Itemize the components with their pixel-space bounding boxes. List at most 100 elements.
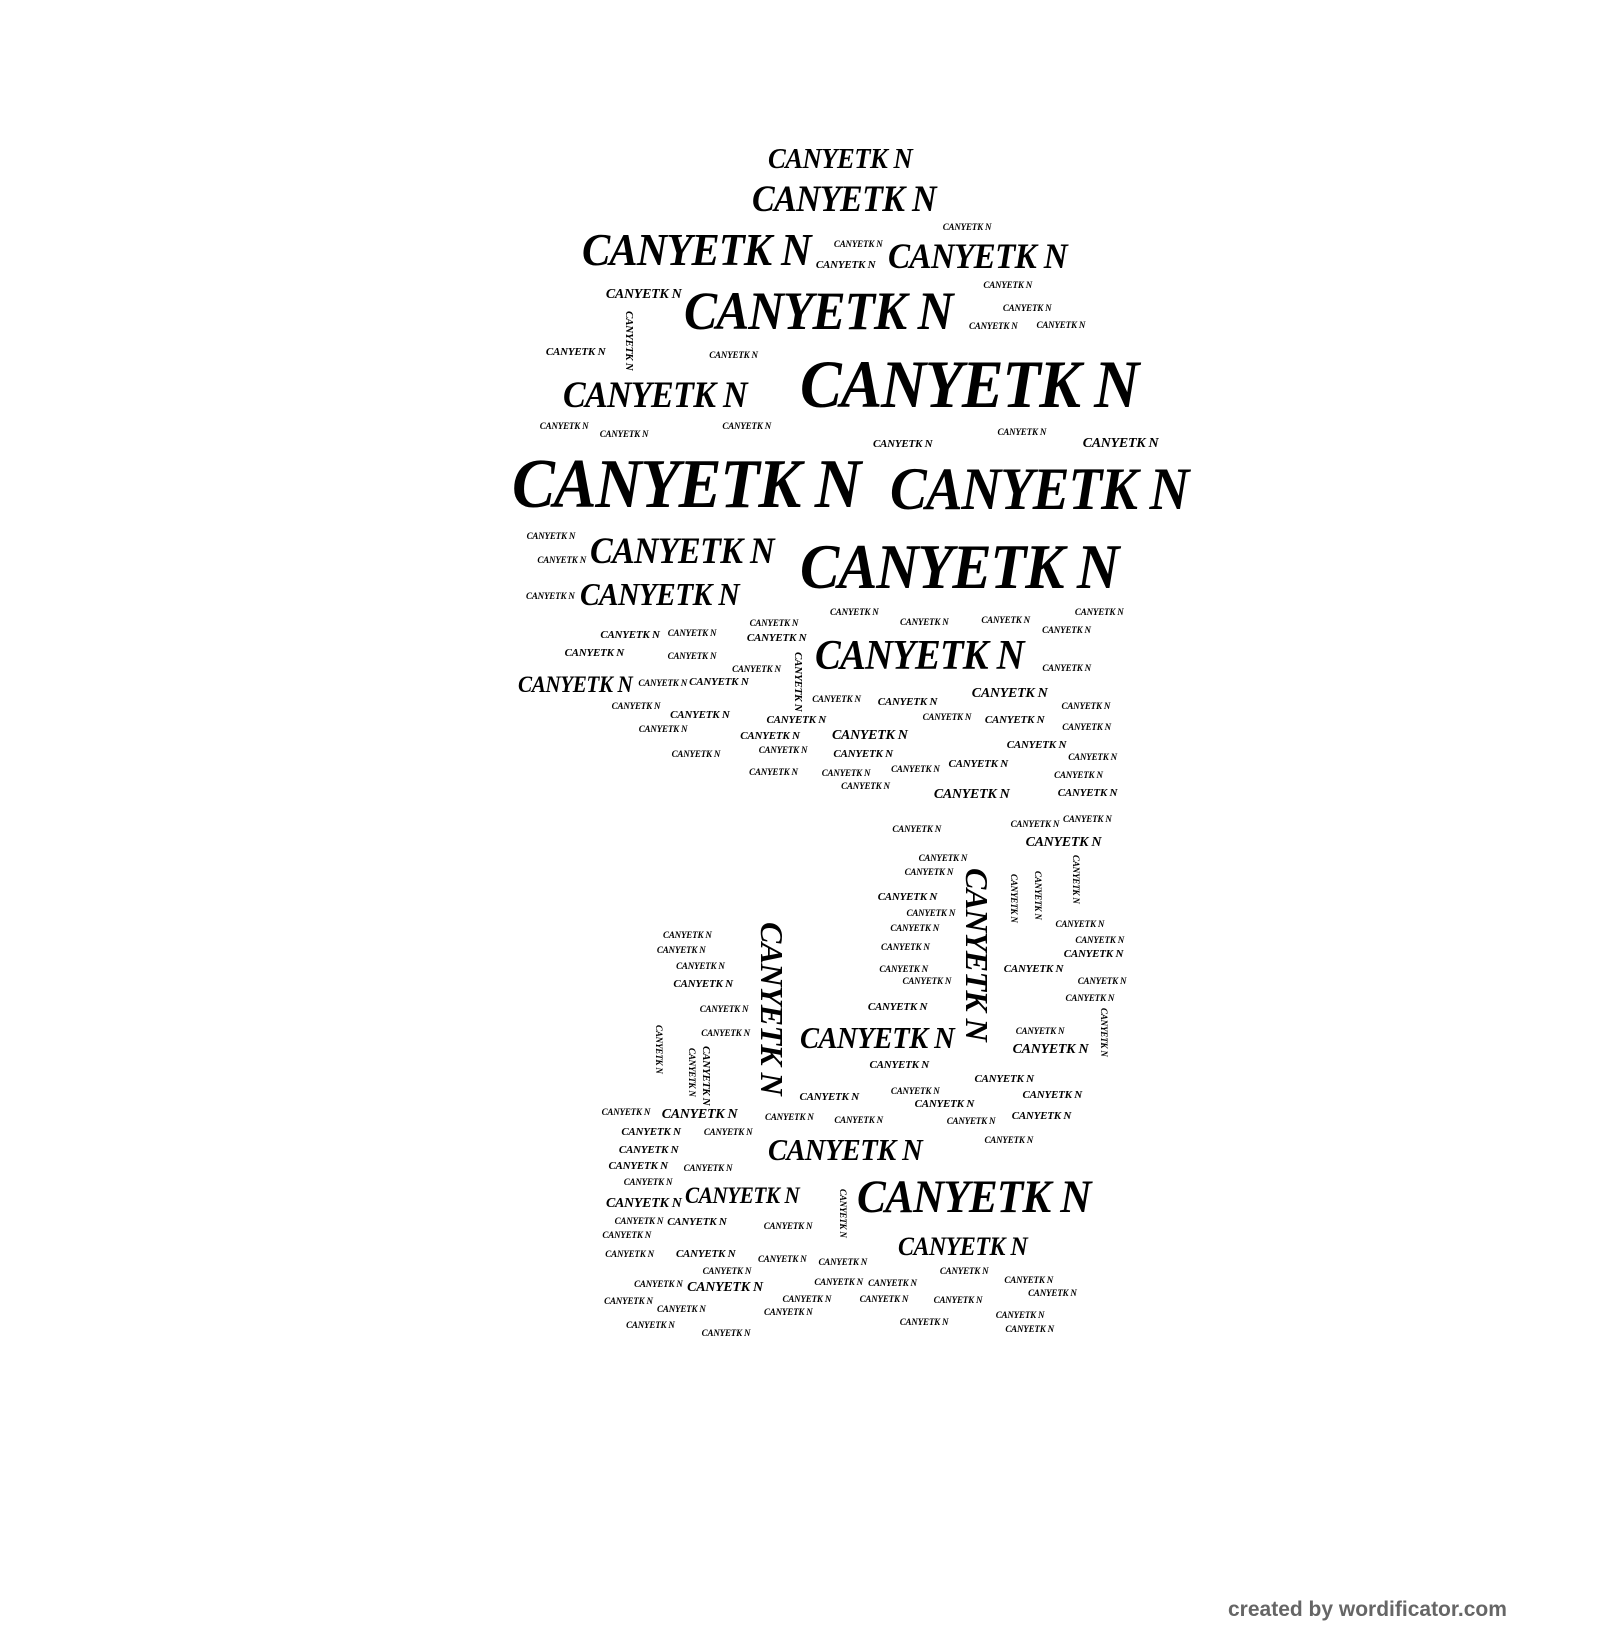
word-small: CANYETK N	[868, 1278, 917, 1289]
word-small: CANYETK N	[766, 714, 827, 727]
word-small: CANYETK N	[997, 426, 1047, 437]
word-large: CANYETK N	[768, 143, 913, 175]
word-small: CANYETK N	[782, 1294, 832, 1305]
word-large: CANYETK N	[898, 1232, 1028, 1261]
word-small: CANYETK N	[699, 1004, 749, 1015]
word-large: CANYETK N	[512, 446, 861, 523]
word-small: CANYETK N	[657, 1303, 706, 1314]
word-small: CANYETK N	[899, 1316, 949, 1327]
word-small: CANYETK N	[605, 1196, 682, 1212]
word-small: CANYETK N	[763, 1307, 813, 1317]
word-large: CANYETK N	[800, 531, 1119, 602]
word-small: CANYETK N	[1068, 752, 1117, 763]
word-small: CANYETK N	[746, 632, 807, 645]
word-small: CANYETK N	[675, 1248, 736, 1261]
word-small: CANYETK N	[1006, 739, 1067, 752]
word-small: CANYETK N	[614, 1216, 664, 1227]
word-small: CANYETK N	[667, 651, 717, 662]
word-small: CANYETK N	[1063, 813, 1112, 824]
word-small: CANYETK N	[812, 694, 861, 705]
word-small: CANYETK N	[608, 1159, 668, 1172]
word-large: CANYETK N	[518, 672, 633, 697]
word-small: CANYETK N	[922, 712, 972, 723]
word-small: CANYETK N	[702, 1266, 752, 1277]
word-small: CANYETK N	[602, 1229, 652, 1240]
word-small: CANYETK N	[981, 615, 1030, 626]
word-small: CANYETK N	[1012, 1042, 1089, 1058]
word-small: CANYETK N	[1099, 1007, 1109, 1057]
word-small: CANYETK N	[1062, 722, 1111, 733]
word-small: CANYETK N	[995, 1309, 1045, 1320]
word-small: CANYETK N	[984, 1134, 1034, 1145]
word-small: CANYETK N	[881, 941, 930, 952]
word-small: CANYETK N	[814, 1277, 863, 1288]
word-small: CANYETK N	[838, 1188, 849, 1238]
word-small: CANYETK N	[1033, 870, 1043, 920]
word-small: CANYETK N	[623, 1177, 673, 1188]
word-small: CANYETK N	[661, 1107, 738, 1123]
word-small: CANYETK N	[749, 617, 799, 628]
word-large: CANYETK N	[890, 456, 1189, 522]
word-large: CANYETK N	[800, 1020, 955, 1055]
word-small: CANYETK N	[867, 1001, 928, 1014]
word-small: CANYETK N	[1055, 918, 1105, 929]
word-small: CANYETK N	[946, 1116, 996, 1127]
word-small: CANYETK N	[818, 1256, 868, 1267]
word-large: CANYETK N	[563, 375, 748, 416]
word-small: CANYETK N	[600, 628, 660, 641]
word-small: CANYETK N	[983, 280, 1033, 291]
word-small: CANYETK N	[891, 763, 940, 774]
word-small: CANYETK N	[763, 1220, 813, 1231]
word-small: CANYETK N	[701, 1327, 751, 1338]
word-small: CANYETK N	[1022, 1089, 1083, 1102]
word-small: CANYETK N	[879, 963, 928, 974]
word-small: CANYETK N	[564, 647, 625, 660]
word-small: CANYETK N	[859, 1294, 909, 1305]
word-large: CANYETK N	[580, 576, 740, 612]
word-small: CANYETK N	[1003, 962, 1064, 975]
word-small: CANYETK N	[701, 1028, 750, 1039]
word-small: CANYETK N	[831, 728, 908, 744]
word-vertical: CANYETK N	[959, 868, 995, 1041]
word-small: CANYETK N	[709, 349, 758, 360]
word-large: CANYETK N	[857, 1171, 1092, 1223]
word-small: CANYETK N	[877, 696, 938, 709]
word-small: CANYETK N	[539, 421, 589, 432]
word-large: CANYETK N	[768, 1132, 923, 1167]
word-small: CANYETK N	[656, 945, 706, 955]
word-small: CANYETK N	[622, 311, 635, 371]
word-small: CANYETK N	[683, 1163, 733, 1174]
word-small: CANYETK N	[1065, 992, 1115, 1003]
word-small: CANYETK N	[740, 730, 800, 743]
word-small: CANYETK N	[815, 259, 876, 272]
word-small: CANYETK N	[621, 1125, 681, 1138]
word-small: CANYETK N	[638, 677, 688, 688]
word-small: CANYETK N	[968, 321, 1018, 332]
word-small: CANYETK N	[1028, 1287, 1077, 1298]
word-small: CANYETK N	[1074, 606, 1124, 617]
word-small: CANYETK N	[1077, 976, 1127, 987]
word-small: CANYETK N	[686, 1048, 697, 1098]
word-small: CANYETK N	[618, 1143, 679, 1156]
word-small: CANYETK N	[601, 1106, 651, 1117]
word-small: CANYETK N	[671, 749, 721, 760]
word-small: CANYETK N	[872, 438, 933, 451]
word-small: CANYETK N	[700, 1045, 713, 1106]
word-small: CANYETK N	[749, 766, 798, 777]
word-vertical: CANYETK N	[754, 922, 790, 1095]
word-small: CANYETK N	[1063, 947, 1124, 960]
word-small: CANYETK N	[890, 923, 940, 934]
word-small: CANYETK N	[906, 907, 956, 918]
word-large: CANYETK N	[590, 531, 775, 572]
word-small: CANYETK N	[933, 1294, 983, 1305]
word-small: CANYETK N	[765, 1112, 814, 1123]
word-small: CANYETK N	[732, 663, 781, 674]
word-small: CANYETK N	[638, 724, 688, 735]
word-small: CANYETK N	[948, 758, 1009, 771]
word-small: CANYETK N	[829, 606, 879, 617]
word-small: CANYETK N	[914, 1098, 975, 1111]
word-small: CANYETK N	[1036, 319, 1086, 330]
word-small: CANYETK N	[942, 221, 992, 232]
word-large: CANYETK N	[685, 1183, 800, 1208]
